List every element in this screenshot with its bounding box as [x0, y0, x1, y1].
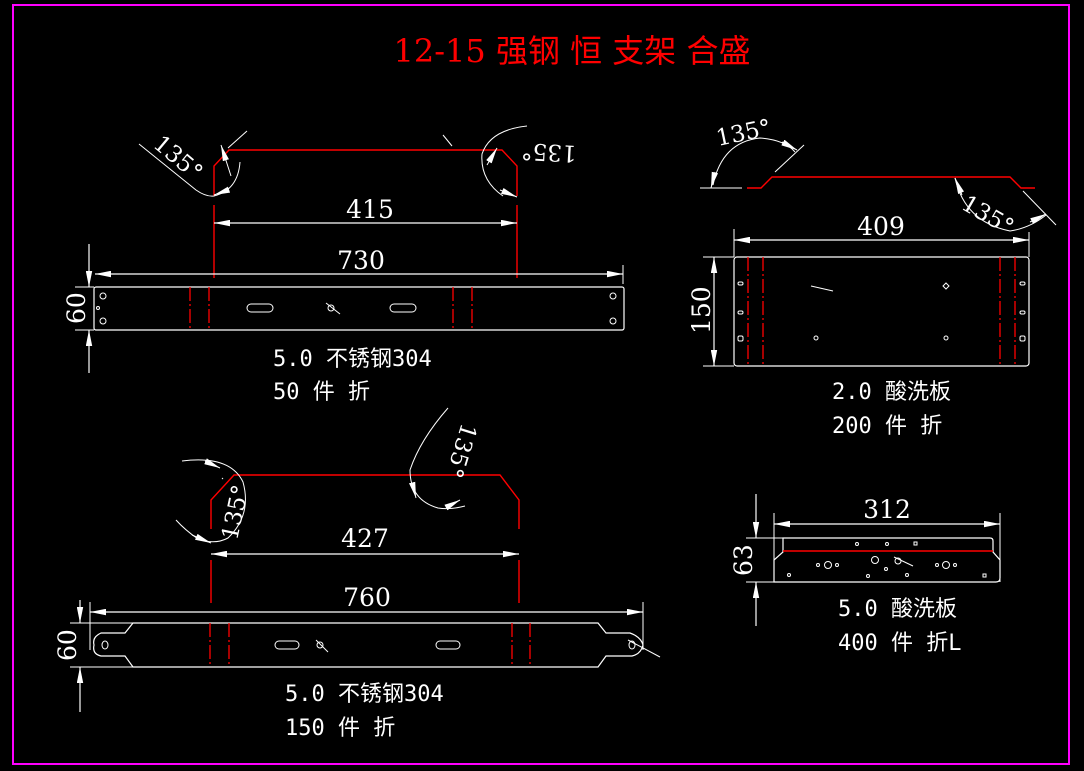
part-4-spec: 5.0 酸洗板	[838, 597, 957, 622]
part-4-hole	[913, 541, 918, 546]
part-1-spec: 5.0 不锈钢304	[273, 347, 432, 372]
part-3-dim-760: 760	[343, 583, 391, 612]
part-2-drawing: 135° 135° 409 150 2.0 酸洗板 200 件 折	[687, 115, 1057, 439]
part-2-angle-arrow-right-2	[1029, 213, 1047, 225]
part-1-angle-arrow-left-2	[220, 144, 232, 177]
part-4-hole	[866, 574, 870, 578]
part-3-slot	[435, 640, 461, 650]
part-4-hole	[787, 573, 791, 577]
part-1-quantity: 50 件 折	[273, 380, 370, 405]
part-2-flat-outline	[733, 256, 1030, 367]
part-4-hole	[935, 563, 939, 567]
part-1-hole	[99, 292, 107, 300]
part-4-hole	[816, 563, 820, 567]
part-1-slot	[246, 303, 274, 313]
part-3-hole	[628, 640, 636, 650]
part-4-leader	[893, 556, 914, 567]
part-1-angle-label-right: 135°	[521, 137, 578, 166]
part-2-dim-409: 409	[857, 212, 905, 241]
part-4-quantity: 400 件 折L	[838, 631, 961, 656]
part-3-angle-label-right: 135°	[440, 420, 481, 481]
part-3-angle-arrow-right-2	[444, 499, 461, 511]
drawing-border	[12, 4, 1070, 765]
part-2-angle-arrow-left-2	[781, 139, 798, 151]
part-3-dim-427: 427	[341, 524, 389, 553]
part-2-angle-label-left: 135°	[714, 115, 774, 152]
part-1-angle-arrow-right-2	[499, 187, 518, 198]
part-2-hole	[943, 335, 949, 341]
part-3-dim-60: 60	[53, 629, 82, 661]
part-2-spec: 2.0 酸洗板	[832, 380, 951, 405]
part-3-leader	[627, 639, 661, 658]
part-2-angle-arrow-left-1	[710, 171, 718, 189]
part-4-hole	[824, 561, 832, 569]
part-4-drawing: 312 63 5.0 酸洗板 400 件 折L	[729, 494, 1001, 656]
part-2-angle-tick-left	[774, 144, 805, 173]
part-2-hole	[737, 281, 744, 286]
part-1-drawing: 135° 135° 415 730 60 5.0 不锈钢304 50 件 折	[62, 125, 625, 405]
part-4-flat-outline	[773, 537, 1001, 583]
part-4-hole	[871, 556, 879, 564]
part-1-angle-arrow-left-1	[213, 186, 231, 196]
part-3-leader	[315, 639, 329, 653]
part-3-angle-arc-left	[175, 459, 246, 543]
part-3-drawing: 135° 135° 427 760 60 5.0 不锈钢304 150 件 折	[53, 407, 661, 741]
part-3-flat-outline	[93, 622, 644, 668]
part-4-hole	[885, 542, 889, 546]
part-4-hole	[884, 567, 888, 571]
part-3-hole	[316, 641, 324, 649]
part-3-angle-arrow-right-1	[409, 481, 417, 499]
part-1-angle-arrow-right-1	[486, 147, 498, 166]
part-2-angle-label-right: 135°	[957, 191, 1018, 241]
part-1-angle-tick-right	[442, 134, 453, 147]
part-1-hole	[609, 292, 617, 300]
part-1-bend-profile	[213, 149, 518, 196]
part-2-hole	[942, 282, 950, 290]
part-2-angle-arrow-right-1	[954, 177, 965, 196]
part-3-angle-label-left: 135°	[217, 483, 254, 543]
part-4-hole	[905, 573, 909, 577]
part-1-dim-60: 60	[62, 292, 91, 324]
part-2-leader	[810, 285, 834, 292]
part-1-leader	[325, 302, 341, 315]
part-2-hole	[737, 335, 744, 342]
part-1-angle-tick-left	[227, 130, 248, 149]
part-2-hole	[737, 310, 744, 315]
part-1-flat-outline	[93, 286, 625, 331]
part-2-hole	[813, 335, 819, 341]
part-3-angle-arrow-left-2	[191, 533, 212, 544]
part-1-hole	[327, 304, 335, 312]
part-1-hole	[99, 317, 107, 325]
part-4-hole	[894, 557, 902, 565]
part-4-hole	[942, 561, 950, 569]
part-3-slot	[274, 640, 300, 650]
part-3-quantity: 150 件 折	[285, 716, 395, 741]
part-3-angle-arrow-left-1	[204, 458, 221, 469]
part-1-dim-730: 730	[337, 246, 385, 275]
part-3-bend-profile	[210, 474, 520, 529]
part-2-hole	[1019, 310, 1026, 315]
part-4-dim-312: 312	[863, 495, 911, 524]
part-1-dim-415: 415	[346, 195, 394, 224]
part-4-hole	[855, 542, 859, 546]
part-2-dim-150: 150	[687, 286, 716, 334]
part-3-angle-tick-left	[221, 477, 224, 480]
part-1-hole	[96, 306, 100, 310]
part-4-hole	[982, 573, 987, 578]
part-2-quantity: 200 件 折	[832, 414, 942, 439]
part-2-bend-profile	[747, 176, 1035, 189]
part-4-hole	[953, 563, 957, 567]
part-2-angle-tick-right	[1022, 190, 1057, 226]
part-4-hole	[835, 563, 839, 567]
part-3-spec: 5.0 不锈钢304	[285, 682, 444, 707]
part-4-dim-63: 63	[729, 544, 758, 576]
part-2-hole	[1019, 335, 1026, 342]
part-1-angle-arc-right	[481, 125, 528, 197]
part-1-angle-arc-left	[138, 143, 241, 197]
drawing-title: 12-15 强钢 恒 支架 合盛	[394, 32, 751, 70]
part-2-hole	[1019, 281, 1026, 286]
part-3-hole	[101, 640, 109, 650]
part-1-slot	[389, 303, 417, 313]
part-1-hole	[609, 317, 617, 325]
